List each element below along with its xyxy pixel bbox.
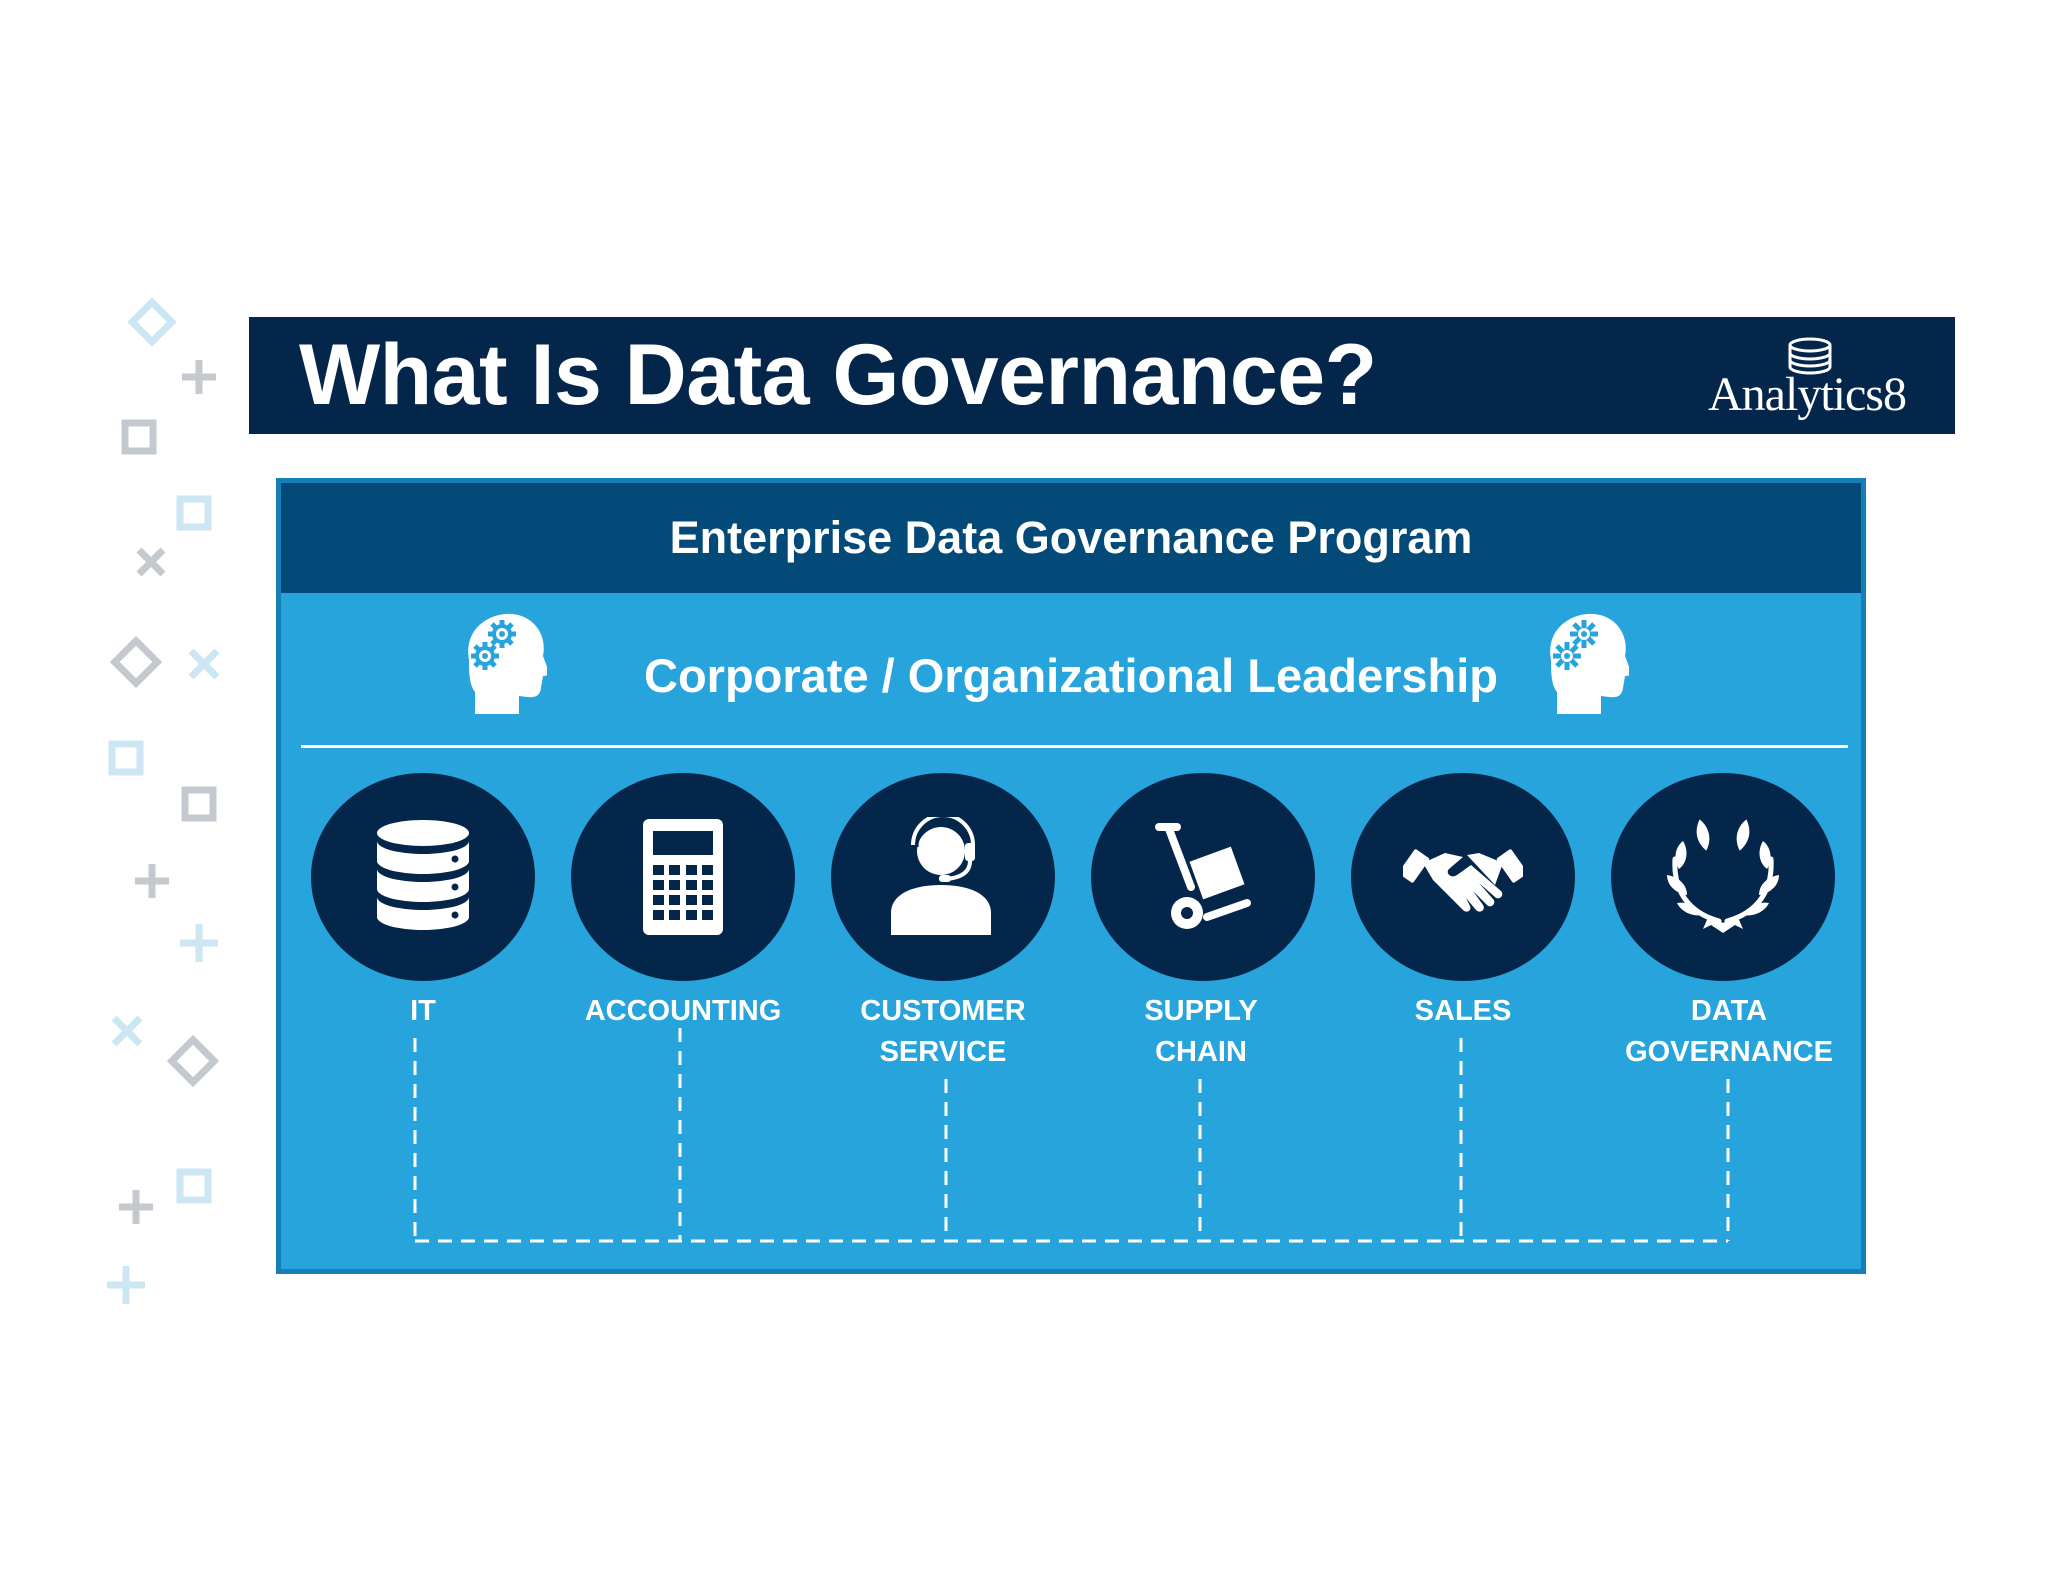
program-title: Enterprise Data Governance Program: [669, 512, 1473, 563]
dept-sales-circle: [1351, 773, 1575, 981]
program-bar: Enterprise Data Governance Program: [281, 483, 1861, 593]
governance-panel: Enterprise Data Governance Program Corpo…: [276, 478, 1866, 1274]
page-title: What Is Data Governance?: [299, 327, 1377, 423]
dept-label-sales: SALES: [1414, 995, 1512, 1027]
handshake-icon: [1403, 849, 1523, 912]
dept-label-supply-chain: SUPPLY CHAIN: [1144, 995, 1258, 1068]
database-icon: [377, 820, 469, 930]
dept-label-customer-service: CUSTOMER SERVICE: [860, 995, 1026, 1068]
divider: [301, 745, 1848, 748]
calculator-icon: [643, 819, 723, 935]
leadership-label: Corporate / Organizational Leadership: [644, 649, 1498, 702]
dept-supply-chain-circle: [1091, 773, 1315, 981]
dept-label-it: IT: [410, 995, 436, 1027]
laurel-wreath-icon: [1667, 819, 1779, 933]
head-gears-icon: [1550, 613, 1629, 714]
dept-it-circle: [311, 773, 535, 981]
logo-text: Analytics8: [1708, 368, 1907, 421]
dept-label-data-governance: DATA GOVERNANCE: [1625, 995, 1833, 1068]
headset-agent-icon: [891, 817, 991, 935]
head-gears-icon: [468, 613, 547, 714]
analytics8-logo: Analytics8: [1697, 337, 1917, 421]
dept-data-governance-circle: [1611, 773, 1835, 981]
title-bar: What Is Data Governance? Analytics8: [249, 317, 1955, 434]
dept-label-accounting: ACCOUNTING: [584, 995, 782, 1027]
dashed-connectors: [413, 1028, 1730, 1243]
decorative-shapes: [107, 297, 220, 1304]
dept-accounting-circle: [571, 773, 795, 981]
dept-customer-service-circle: [831, 773, 1055, 981]
hand-truck-icon: [1155, 823, 1251, 929]
database-stack-icon: [1788, 337, 1832, 375]
